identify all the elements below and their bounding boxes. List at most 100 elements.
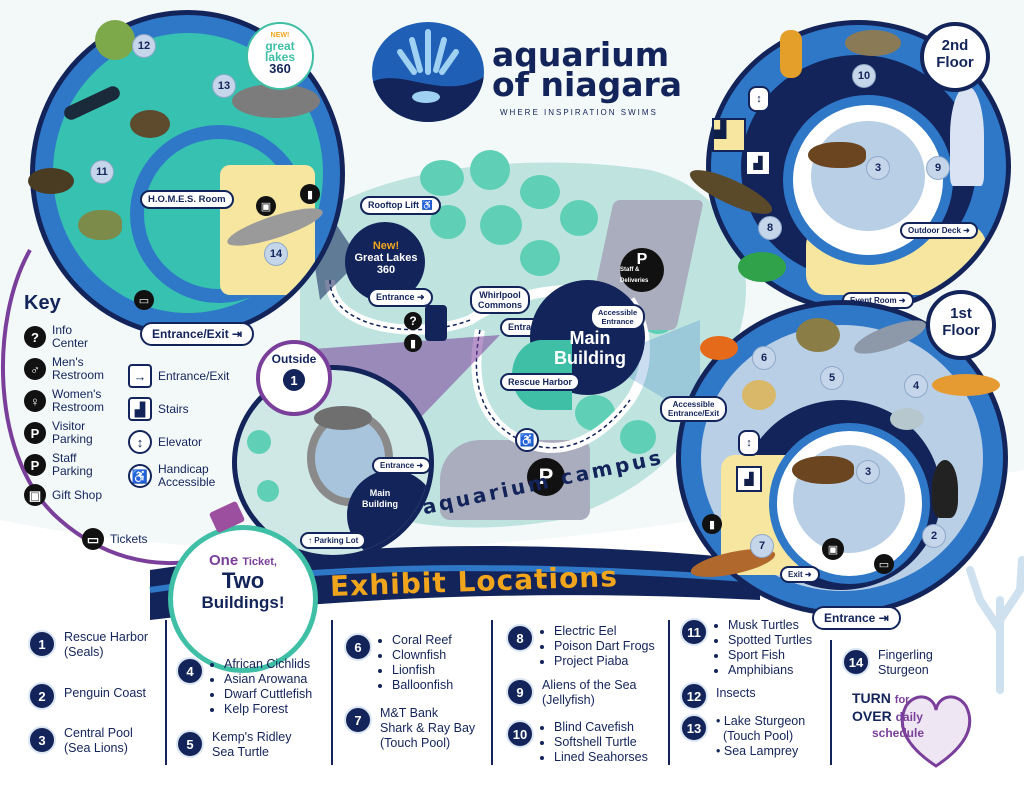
visitor-parking-area (440, 440, 590, 520)
exhibit-9: 9 Aliens of the Sea(Jellyfish) (506, 678, 637, 708)
gl-giftshop-icon: ▣ (256, 196, 276, 216)
outdoor-deck-label[interactable]: Outdoor Deck ➜ (900, 222, 978, 239)
coral-wave-icon (372, 29, 484, 122)
womens-restroom-icon: ♀ (24, 390, 46, 412)
campus-tree (480, 205, 522, 245)
entrance-arrow-icon: ⇥ (232, 327, 243, 341)
great-lakes-line1: Great Lakes (354, 252, 418, 264)
clownfish-image (700, 336, 738, 360)
exhibit-number: 1 (28, 630, 56, 658)
balloonfish-image (742, 380, 776, 410)
buildings-word: Buildings! (201, 593, 285, 612)
heart-icon (900, 695, 972, 768)
great-lakes-new: New! (372, 240, 400, 252)
turn-over-text: TURN for OVER daily schedule (852, 690, 925, 740)
exhibit-number: 6 (344, 633, 372, 661)
campus-tree (470, 150, 510, 190)
entrance-arrow-icon: ⇥ (878, 611, 889, 625)
brand-line2: of niagara (492, 65, 683, 104)
exhibit-13: 13 • Lake Sturgeon (Touch Pool) • Sea La… (680, 714, 805, 759)
exhibit-2: 2 Penguin Coast (28, 682, 146, 710)
upper-elevator-icon: ↕ (748, 86, 770, 112)
first-floor-entrance-label[interactable]: Entrance ⇥ (812, 606, 901, 630)
two-word: Two (221, 568, 265, 593)
main-building-line1: Main (569, 328, 611, 348)
key-title: Key (24, 292, 61, 314)
exhibit-6: 6 Coral ReefClownfishLionfishBalloonfish (344, 633, 453, 693)
exhibit-number: 8 (506, 624, 534, 652)
gl-restroom-marker: ▮ (404, 334, 422, 352)
exhibit-11: 11 Musk TurtlesSpotted TurtlesSport Fish… (680, 618, 812, 678)
exhibit-number: 10 (506, 720, 534, 748)
outside-entrance-label[interactable]: Entrance ➜ (372, 457, 432, 474)
gl-info-marker: ? (404, 312, 422, 330)
map-number-11: 11 (90, 160, 114, 184)
staff-parking-icon: P (24, 454, 46, 476)
key-item-entrance-exit: →Entrance/Exit (128, 364, 229, 388)
campus-tree (620, 420, 656, 454)
homes-room-label[interactable]: H.O.M.E.S. Room (140, 190, 234, 209)
visitor-parking-icon: P (24, 422, 46, 444)
exit-label[interactable]: Exit ➜ (780, 566, 820, 583)
gl-entrance-exit-label[interactable]: Entrance/Exit ⇥ (140, 322, 255, 346)
gift-shop-icon: ▣ (24, 484, 46, 506)
exhibit-number: 2 (28, 682, 56, 710)
exhibit-number: 4 (176, 657, 204, 685)
sea-lion-upper (808, 142, 866, 168)
badge-line2: lakes (264, 50, 296, 64)
exhibit-number: 7 (344, 706, 372, 734)
lower-elevator-icon: ↕ (738, 430, 760, 456)
visitor-parking-marker: P (527, 458, 565, 496)
gl-fish (78, 210, 122, 240)
exhibit-number: 13 (680, 714, 708, 742)
aquarium-logo (372, 22, 484, 122)
lower-restroom-icon: ▮ (702, 514, 722, 534)
accessible-icon: ♿ (128, 464, 152, 488)
key-ring (1, 249, 201, 565)
exhibit-10: 10 Blind CavefishSoftshell TurtleLined S… (506, 720, 648, 765)
upper-stairs-icon-2: ▟ (745, 150, 771, 176)
exhibit-number: 5 (176, 730, 204, 758)
map-number-5: 5 (820, 366, 844, 390)
exhibit-8: 8 Electric EelPoison Dart FrogsProject P… (506, 624, 655, 669)
column-divider (668, 620, 670, 765)
outside-label: Outside (271, 352, 317, 366)
lower-stairs-icon: ▟ (736, 466, 762, 492)
exhibit-number: 9 (506, 678, 534, 706)
mens-restroom-icon: ♂ (24, 358, 46, 380)
outside-number: 1 (283, 369, 305, 391)
badge-line1: great (265, 39, 295, 53)
gl-insect-area (95, 20, 135, 60)
column-divider (830, 640, 832, 765)
map-number-12: 12 (132, 34, 156, 58)
gl-entrance-label[interactable]: Entrance ➜ (368, 288, 433, 307)
gl-accessible-building (425, 305, 447, 341)
main-building-line2: Building (554, 348, 626, 368)
exhibit-number: 11 (680, 618, 708, 646)
badge-new: NEW! (270, 32, 290, 39)
outside-tag: Outside 1 (256, 340, 332, 416)
staff-parking-p: P (636, 250, 648, 268)
parking-lot-label[interactable]: ↑ Parking Lot (300, 532, 367, 549)
softshell-turtle-image (845, 30, 901, 56)
map-number-9: 9 (926, 156, 950, 180)
rescue-harbor-label[interactable]: Rescue Harbor (500, 373, 581, 391)
badge-line3: 360 (269, 61, 291, 76)
campus-tree (520, 240, 560, 276)
exhibit-1: 1 Rescue Harbor(Seals) (28, 630, 148, 660)
staff-parking-marker: P Staff & Deliveries (620, 248, 664, 292)
exhibit-3: 3 Central Pool(Sea Lions) (28, 726, 133, 756)
one-ticket-badge: One Ticket, Two Buildings! (168, 525, 318, 673)
rooftop-lift-label[interactable]: Rooftop Lift ♿ (360, 196, 441, 215)
ticket-word: Ticket, (242, 556, 277, 568)
frog-image (738, 252, 786, 282)
